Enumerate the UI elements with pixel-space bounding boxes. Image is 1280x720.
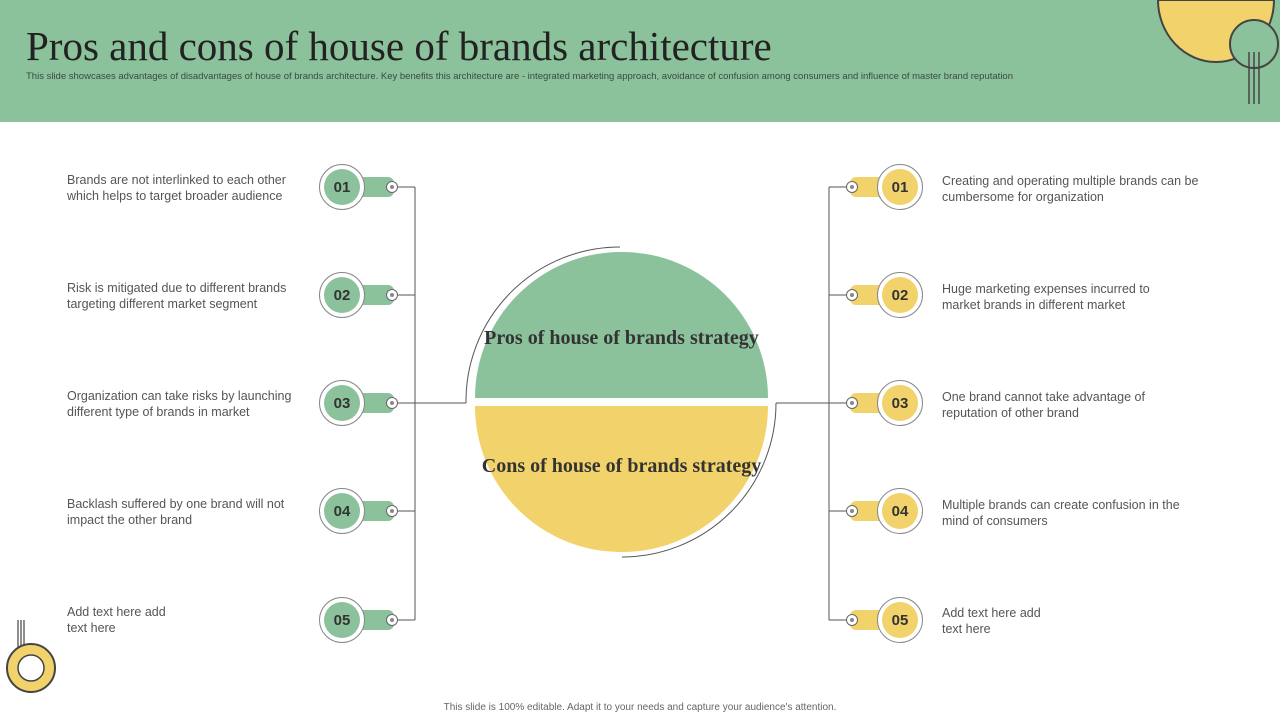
- pros-connector-dot-2: [386, 289, 398, 301]
- pros-number-1: 01: [324, 169, 360, 205]
- pros-number-2: 02: [324, 277, 360, 313]
- pros-number-5: 05: [324, 602, 360, 638]
- bottom-left-ring-decoration: [6, 620, 56, 693]
- pros-half-circle: Pros of house of brands strategy: [475, 252, 768, 398]
- cons-tab-4: [850, 501, 884, 521]
- pros-item-text-4: Backlash suffered by one brand will not …: [67, 497, 285, 527]
- cons-badge-3: 03: [877, 380, 923, 426]
- pros-badge-4: 04: [319, 488, 365, 534]
- cons-number-1: 01: [882, 169, 918, 205]
- pros-number-3: 03: [324, 385, 360, 421]
- slide-title: Pros and cons of house of brands archite…: [26, 23, 772, 69]
- cons-number-4: 04: [882, 493, 918, 529]
- pros-tab-5: [360, 610, 394, 630]
- cons-item-text-1: Creating and operating multiple brands c…: [942, 174, 1199, 204]
- slide-footer: This slide is 100% editable. Adapt it to…: [443, 702, 837, 713]
- pros-connector-dot-1: [386, 181, 398, 193]
- pros-connector-dot-3: [386, 397, 398, 409]
- pros-connector-dot-4: [386, 505, 398, 517]
- cons-item-text-4: Multiple brands can create confusion in …: [942, 498, 1180, 528]
- cons-half-circle: Cons of house of brands strategy: [475, 406, 768, 552]
- cons-badge-5: 05: [877, 597, 923, 643]
- pros-item-text-3: Organization can take risks by launching…: [67, 389, 292, 419]
- cons-item-text-2: Huge marketing expenses incurred to mark…: [942, 282, 1150, 312]
- slide-subtitle: This slide showcases advantages of disad…: [26, 71, 1013, 82]
- pros-item-text-5: Add text here add text here: [67, 605, 166, 635]
- pros-tab-1: [360, 177, 394, 197]
- cons-connector-lines: [776, 186, 846, 621]
- cons-badge-2: 02: [877, 272, 923, 318]
- pros-number-4: 04: [324, 493, 360, 529]
- cons-connector-dot-3: [846, 397, 858, 409]
- cons-tab-3: [850, 393, 884, 413]
- cons-number-5: 05: [882, 602, 918, 638]
- cons-connector-dot-2: [846, 289, 858, 301]
- pros-badge-2: 02: [319, 272, 365, 318]
- cons-badge-1: 01: [877, 164, 923, 210]
- cons-tab-2: [850, 285, 884, 305]
- cons-connector-dot-1: [846, 181, 858, 193]
- pros-connector-dot-5: [386, 614, 398, 626]
- cons-number-3: 03: [882, 385, 918, 421]
- header-band: Pros and cons of house of brands archite…: [0, 0, 1280, 122]
- pros-tab-2: [360, 285, 394, 305]
- cons-tab-1: [850, 177, 884, 197]
- cons-connector-dot-5: [846, 614, 858, 626]
- pros-tab-3: [360, 393, 394, 413]
- cons-item-text-5: Add text here add text here: [942, 606, 1041, 636]
- cons-badge-4: 04: [877, 488, 923, 534]
- cons-tab-5: [850, 610, 884, 630]
- pros-connector-lines: [398, 186, 466, 621]
- pros-badge-1: 01: [319, 164, 365, 210]
- pros-tab-4: [360, 501, 394, 521]
- pros-item-text-2: Risk is mitigated due to different brand…: [67, 281, 287, 311]
- cons-item-text-3: One brand cannot take advantage of reput…: [942, 390, 1145, 420]
- pros-badge-3: 03: [319, 380, 365, 426]
- pros-item-text-1: Brands are not interlinked to each other…: [67, 173, 286, 203]
- cons-connector-dot-4: [846, 505, 858, 517]
- cons-number-2: 02: [882, 277, 918, 313]
- pros-badge-5: 05: [319, 597, 365, 643]
